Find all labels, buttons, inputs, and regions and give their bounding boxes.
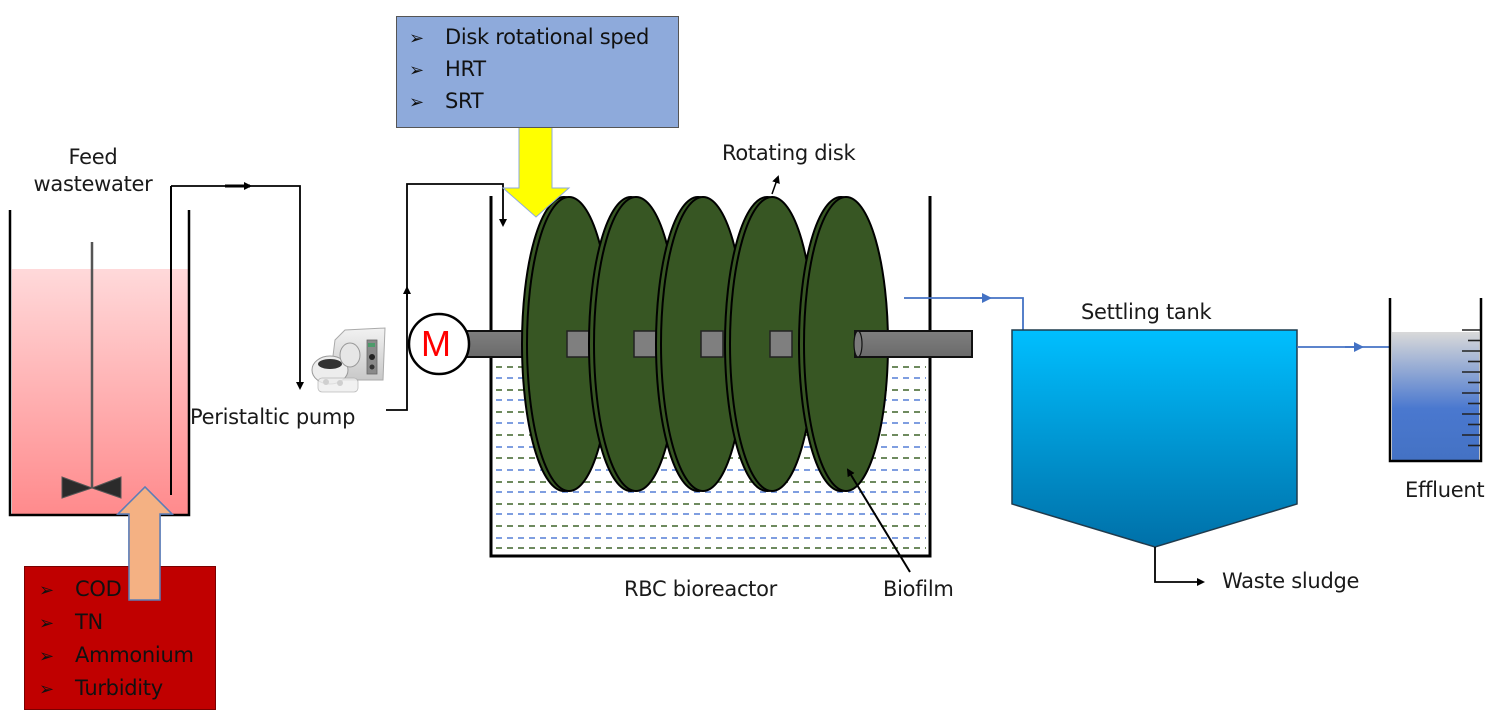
biofilm-label: Biofilm [883,577,954,601]
arrowhead-bullet-icon: ➢ [409,92,424,113]
feed-liquid [12,269,189,515]
arrowhead-bullet-icon: ➢ [39,580,54,601]
rbc-bioreactor-label: RBC bioreactor [624,577,778,601]
feed-label-line2: wastewater [33,172,153,196]
stirrer-impeller-icon [61,476,122,499]
feed-tank [8,186,191,517]
reactor-wall [489,196,932,558]
feed-tank-wall [8,210,191,517]
arrowhead-bullet-icon: ➢ [409,60,424,81]
shaft-right [853,330,973,358]
pump-to-reactor-line [386,183,507,411]
operating-parameter-text: SRT [445,89,484,113]
measured-parameter-text: Ammonium [75,643,194,667]
measured-parameter-item: ➢ TN [39,606,215,639]
disk-hub [700,330,724,358]
operating-parameter-item: ➢ Disk rotational sped [409,21,678,53]
arrowhead-bullet-icon: ➢ [39,646,54,667]
motor-label: M [421,323,451,364]
operating-parameter-text: HRT [445,57,486,81]
disk-hub [566,330,590,358]
waste-sludge-label: Waste sludge [1222,569,1360,593]
feed-to-pump-line [171,185,304,390]
operating-parameter-item: ➢ HRT [409,53,678,85]
arrowhead-bullet-icon: ➢ [409,28,424,49]
peristaltic-pump-icon [311,327,386,393]
motor [407,312,471,376]
rotating-disks [521,196,889,492]
rotating-disk [521,196,612,492]
effluent-liquid [1392,332,1479,460]
rotating-disk-label: Rotating disk [722,141,856,165]
measured-parameter-text: COD [75,577,122,601]
feed-wastewater-label: Feed wastewater [18,144,168,198]
operating-parameter-text: Disk rotational sped [445,25,650,49]
rotating-disk-pointer [771,175,780,195]
arrowhead-bullet-icon: ➢ [39,679,54,700]
measured-parameters-box: ➢ COD ➢ TN ➢ Ammonium ➢ Turbidity [24,566,216,710]
effluent-beaker [1388,298,1483,463]
feed-label-line1: Feed [68,145,118,169]
rotating-disk [724,196,815,492]
reactor-to-settling-line [904,297,1028,340]
beaker-wall [1388,298,1483,463]
disk-hub [769,330,793,358]
beaker-scale-ticks [1462,329,1480,447]
peristaltic-pump-label: Peristaltic pump [190,405,356,429]
measured-parameter-text: Turbidity [75,676,163,700]
measured-parameter-item: ➢ Turbidity [39,672,215,705]
rotating-disk [655,196,746,492]
settling-tank [1011,329,1298,548]
disk-hub [633,330,657,358]
measured-parameter-item: ➢ COD [39,573,215,606]
operating-parameters-box: ➢ Disk rotational sped ➢ HRT ➢ SRT [396,16,679,128]
settling-tank-label: Settling tank [1081,300,1212,324]
measured-parameter-text: TN [75,610,103,634]
motor-circle [407,312,471,376]
measured-parameter-item: ➢ Ammonium [39,639,215,672]
arrowhead-bullet-icon: ➢ [39,613,54,634]
effluent-label: Effluent [1405,478,1485,502]
biofilm-pointer [846,468,911,573]
operating-parameter-item: ➢ SRT [409,85,678,117]
waste-sludge-line [1154,547,1205,586]
